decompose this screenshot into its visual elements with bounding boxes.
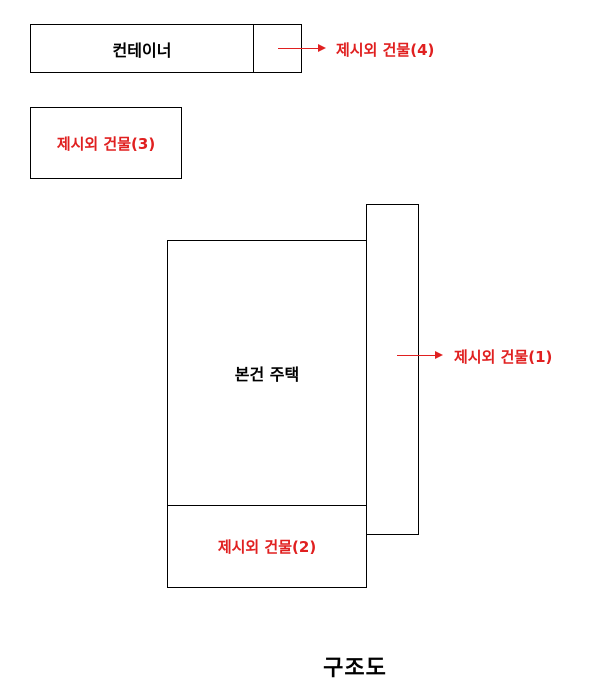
diagram-caption-text: 구조도 — [323, 656, 387, 681]
annex-1-arrow-head — [435, 351, 443, 359]
annex-2-box: 제시외 건물(2) — [167, 505, 367, 588]
annex-4-arrow-line — [278, 48, 320, 49]
main-house-label: 본건 주택 — [234, 365, 300, 384]
diagram-caption: 구조도 — [0, 650, 610, 682]
container-main-section: 컨테이너 — [31, 25, 254, 72]
annex-1-arrow-line — [397, 355, 437, 356]
container-label: 컨테이너 — [112, 40, 172, 60]
main-house-box: 본건 주택 — [167, 240, 367, 506]
annex-1-arrow — [397, 351, 443, 359]
container-box: 컨테이너 — [30, 24, 302, 73]
annex-1-box — [366, 204, 419, 535]
annex-2-label: 제시외 건물(2) — [217, 538, 317, 556]
annex-1-label: 제시외 건물(1) — [454, 348, 553, 366]
annex-3-box: 제시외 건물(3) — [30, 107, 182, 179]
annex-3-label: 제시외 건물(3) — [56, 134, 156, 153]
annex-4-label: 제시외 건물(4) — [336, 41, 435, 59]
annex-4-arrow — [278, 44, 326, 52]
annex-4-arrow-head — [318, 44, 326, 52]
